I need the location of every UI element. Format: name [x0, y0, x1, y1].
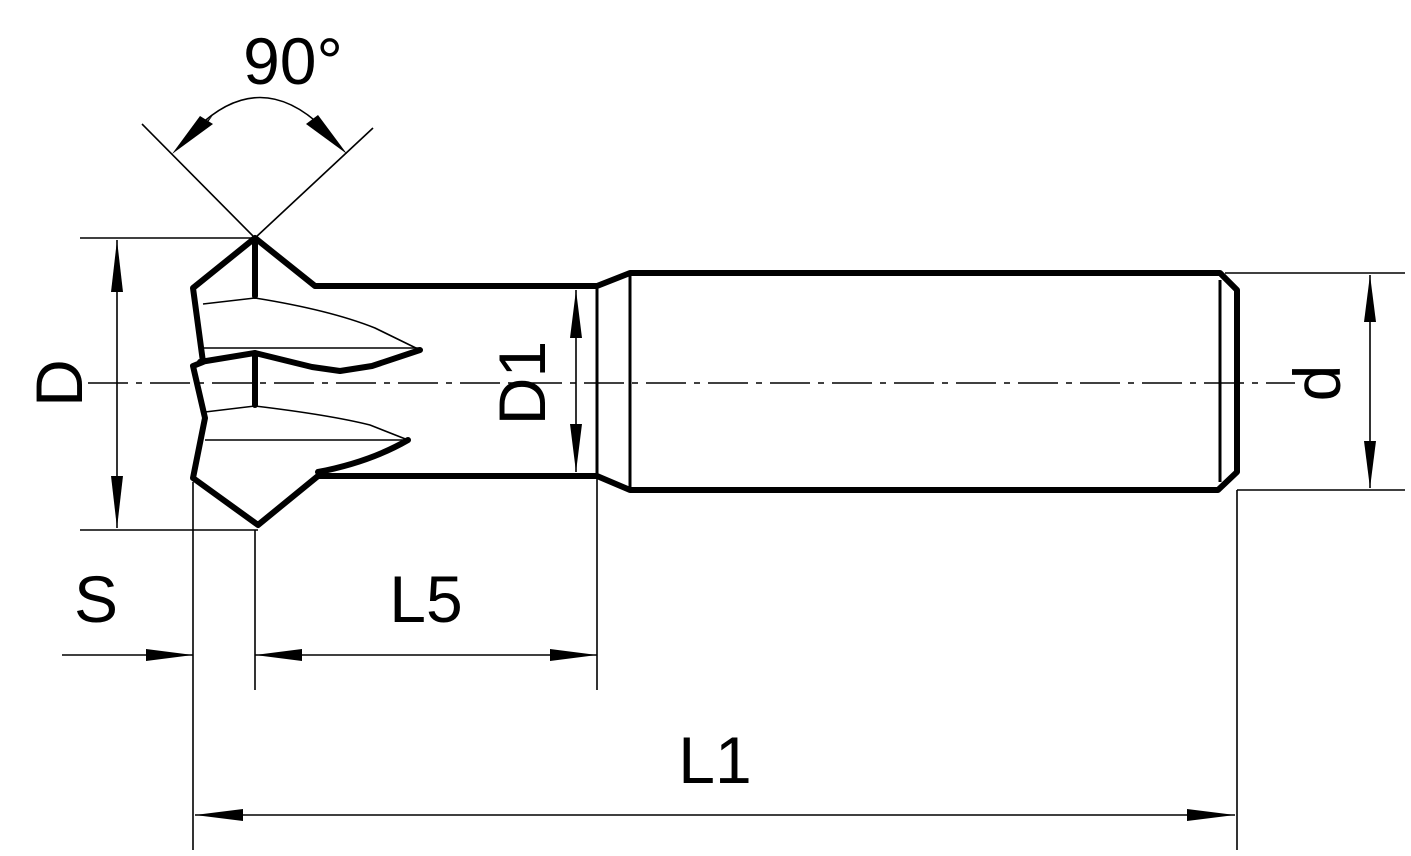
angle-label: 90°	[243, 24, 343, 98]
dimension-D: D	[22, 237, 258, 531]
cutter-teeth	[197, 237, 423, 475]
L1-label: L1	[678, 723, 751, 797]
d-label: d	[1280, 365, 1354, 402]
cutter-outline	[190, 235, 1240, 528]
dimension-D1: D1	[485, 290, 582, 472]
angle-dimension: 90°	[141, 24, 374, 239]
dimension-d: d	[1225, 272, 1405, 491]
D1-label: D1	[485, 341, 559, 425]
dimension-S-L5: S L5	[62, 478, 598, 850]
D-label: D	[22, 359, 96, 407]
L5-label: L5	[389, 562, 462, 636]
dimension-L1: L1	[195, 490, 1238, 850]
S-label: S	[74, 562, 118, 636]
